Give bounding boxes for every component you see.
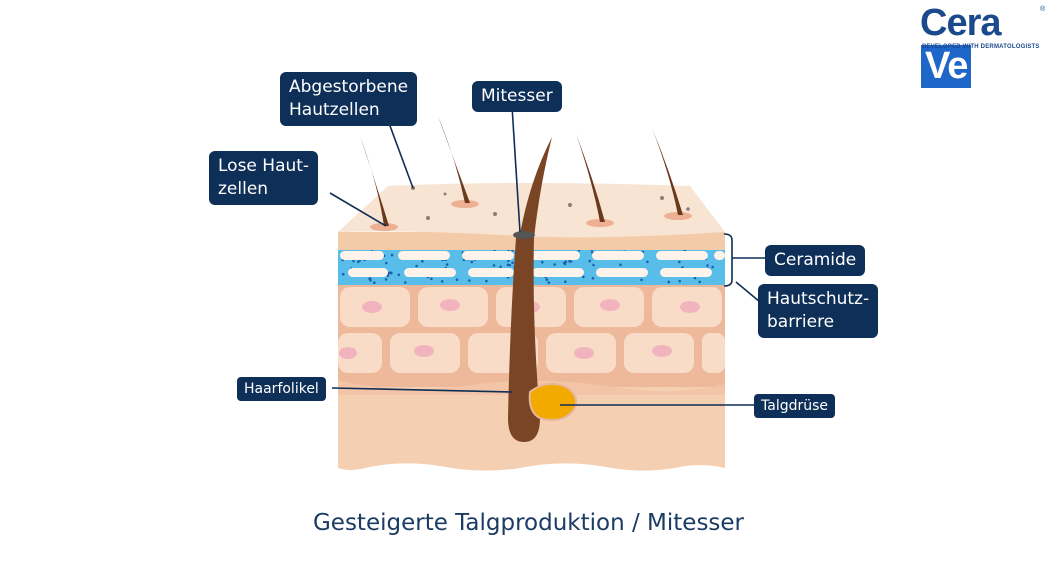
barrier-dot: [397, 273, 401, 277]
barrier-dot: [390, 253, 394, 257]
barrier-dot: [547, 281, 551, 284]
label-blackhead-text: Mitesser: [481, 86, 553, 106]
barrier-dot: [678, 279, 681, 283]
label-loose-cells-line1: Lose Haut-: [218, 156, 310, 176]
barrier-dot: [368, 277, 371, 281]
label-skin-barrier-line2: barriere: [767, 312, 835, 332]
barrier-dot: [646, 260, 649, 264]
barrier-dot: [541, 260, 544, 264]
label-hair-follicle: Haarfolikel: [237, 377, 326, 401]
barrier-dot: [693, 276, 697, 280]
barrier-dot: [455, 278, 459, 282]
logo-main-text: Cera: [920, 2, 1001, 44]
barrier-dot: [485, 279, 488, 283]
barrier-dot: [698, 280, 701, 284]
barrier-dot: [492, 264, 496, 267]
label-blackhead: Mitesser: [472, 81, 562, 112]
barrier-dot: [619, 263, 622, 267]
barrier-dot: [506, 263, 510, 267]
label-sebaceous-gland-text: Talgdrüse: [761, 398, 829, 414]
ceramide-bricks: [340, 251, 725, 277]
barrier-dot: [588, 259, 592, 263]
barrier-dot: [545, 278, 549, 281]
barrier-dot: [640, 278, 643, 282]
leader-lines: [329, 105, 766, 406]
barrier-dot: [511, 261, 514, 265]
barrier-dot: [389, 271, 392, 274]
blackhead-plug: [513, 231, 535, 239]
logo-wordmark: CeraVe: [920, 2, 1050, 88]
barrier-dot: [499, 265, 502, 269]
label-loose-cells: Lose Haut- zellen: [209, 151, 319, 205]
barrier-dot: [373, 281, 376, 285]
pores: [370, 200, 692, 231]
label-dead-cells: Abgestorbene Hautzellen: [280, 72, 418, 126]
label-skin-barrier-line1: Hautschutz-: [767, 289, 870, 309]
logo-accent-text: Ve: [921, 45, 972, 88]
barrier-dot: [352, 259, 355, 263]
label-sebaceous-gland: Talgdrüse: [754, 394, 836, 418]
barrier-dot: [667, 280, 671, 284]
diagram-caption: Gesteigerte Talgproduktion / Mitesser: [312, 510, 745, 536]
barrier-dot: [421, 259, 424, 263]
barrier-dot: [592, 263, 595, 267]
barrier-dot: [564, 280, 567, 284]
barrier-dot: [563, 262, 567, 266]
barrier-dot: [430, 277, 433, 281]
barrier-dot: [445, 263, 449, 266]
hair-follicle-shape: [508, 137, 552, 442]
barrier-dot: [706, 264, 709, 267]
label-loose-cells-line2: zellen: [218, 179, 269, 199]
barrier-dot: [568, 259, 571, 263]
barrier-dot: [711, 265, 714, 269]
hairs: [360, 116, 683, 226]
barrier-dot: [468, 279, 471, 282]
label-ceramides: Ceramide: [765, 245, 866, 276]
barrier-dot: [582, 275, 585, 279]
barrier-dot: [384, 278, 388, 281]
cell-nuclei-2: [339, 345, 672, 359]
cerave-logo: CeraVe ® DEVELOPED WITH DERMATOLOGISTS: [918, 2, 1050, 88]
label-ceramides-text: Ceramide: [774, 250, 857, 270]
barrier-dot: [404, 281, 407, 284]
barrier-dot: [470, 260, 474, 264]
barrier-dot: [678, 260, 681, 264]
logo-registered-mark: ®: [1040, 6, 1046, 13]
barrier-dot: [553, 263, 556, 266]
barrier-dot: [385, 261, 388, 265]
label-dead-cells-line2: Hautzellen: [289, 100, 380, 120]
label-dead-cells-line1: Abgestorbene: [289, 77, 409, 97]
sebaceous-gland: [528, 382, 578, 421]
logo-tagline: DEVELOPED WITH DERMATOLOGISTS: [922, 44, 1040, 50]
barrier-dot: [341, 272, 345, 276]
label-skin-barrier: Hautschutz- barriere: [758, 284, 879, 338]
barrier-dot: [591, 277, 595, 280]
barrier-dot: [415, 264, 418, 268]
label-hair-follicle-text: Haarfolikel: [244, 381, 319, 397]
barrier-dot: [440, 280, 444, 283]
